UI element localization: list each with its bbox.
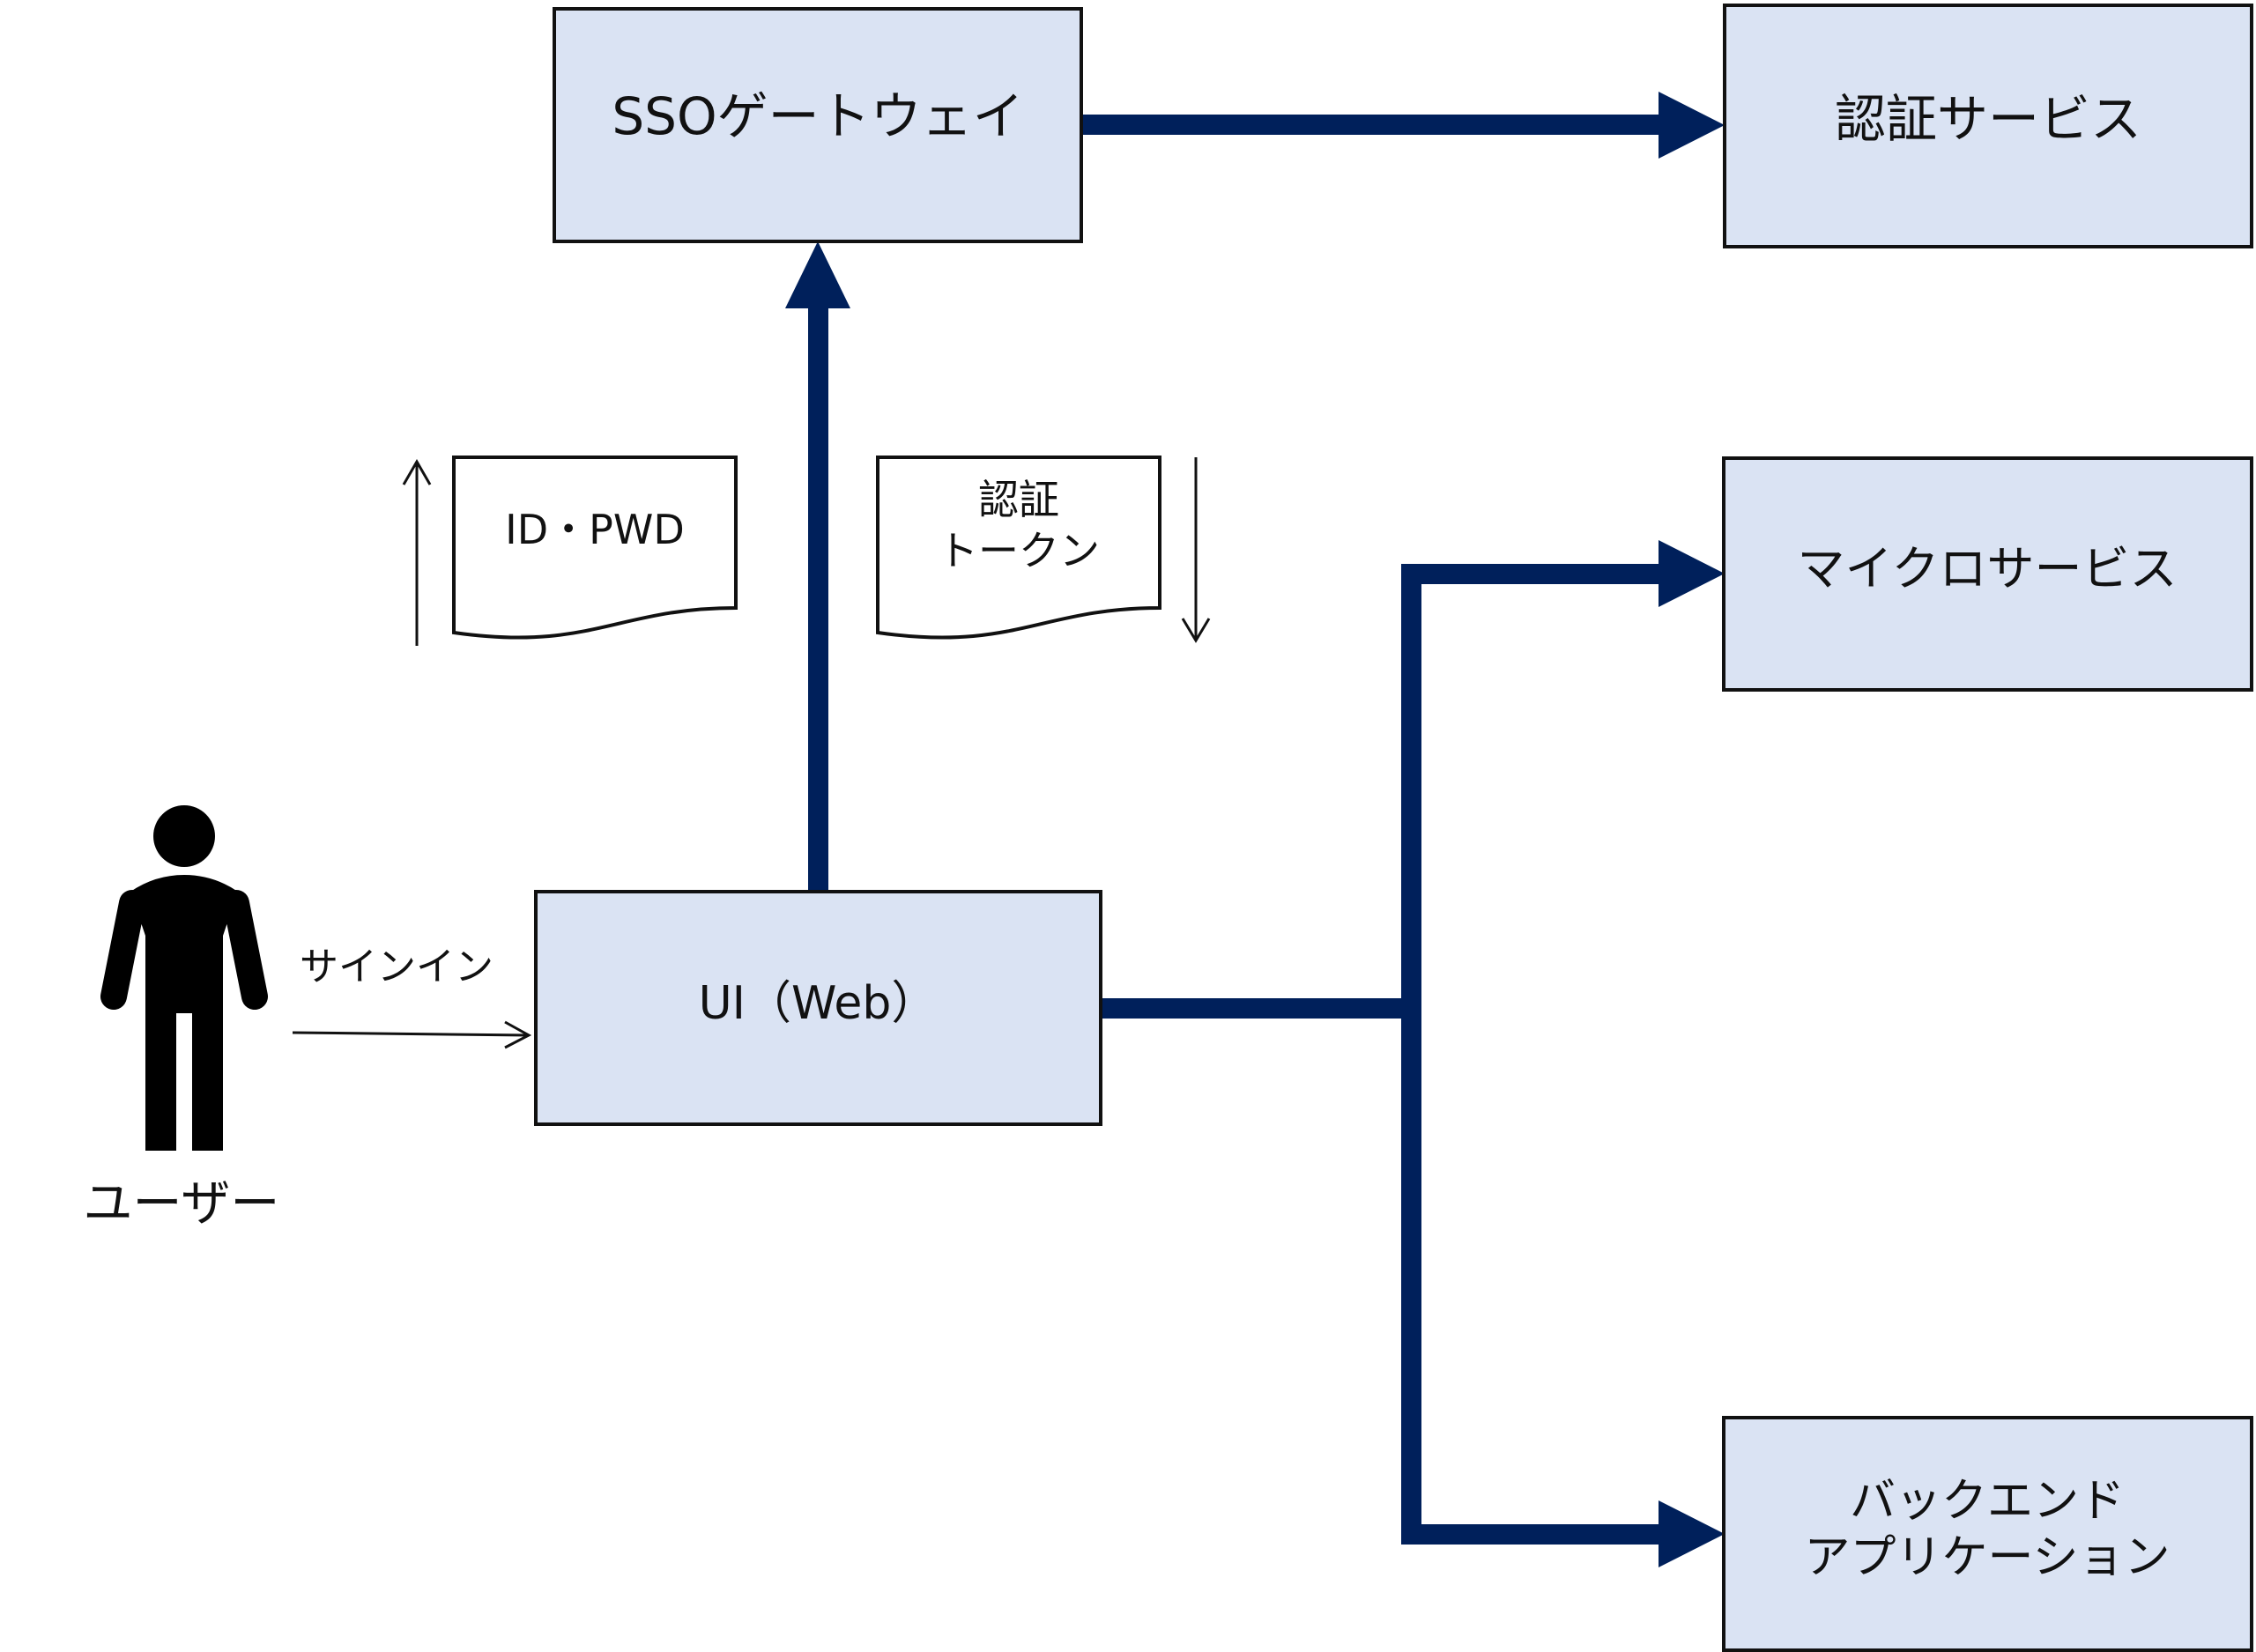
- signin-label: サインイン: [300, 945, 494, 989]
- microservice-box: [1722, 456, 2253, 692]
- thin-arrows: [292, 457, 1211, 1049]
- node-ui-web: UI（Web）: [534, 890, 1102, 1126]
- node-backend-application: バックエンド アプリケーション: [1722, 1416, 2253, 1652]
- arrowhead-to-microservice: [1659, 540, 1725, 607]
- auth-token-document-shape: [876, 456, 1161, 640]
- connector-sso-to-auth: [1082, 115, 1662, 135]
- node-auth-service: 認証サービス: [1723, 4, 2253, 248]
- auth-token-label-line1: 認証: [978, 476, 1059, 523]
- document-credentials: ID・PWD: [452, 456, 738, 640]
- auth-token-label-line2: トークン: [938, 527, 1100, 574]
- auth-token-flow-arrowhead: [1181, 618, 1211, 643]
- credentials-label: ID・PWD: [505, 506, 685, 553]
- connectors: [785, 92, 1725, 1567]
- sso-gateway-label: SSOゲートウェイ: [612, 86, 1023, 146]
- backend-application-label-line1: バックエンド: [1850, 1475, 2125, 1528]
- credentials-flow-arrowhead: [402, 458, 432, 485]
- auth-service-box: [1723, 4, 2253, 248]
- document-auth-token: 認証 トークン: [876, 456, 1161, 640]
- arrowhead-sso-to-auth: [1659, 92, 1725, 159]
- connector-to-microservice: [1401, 564, 1662, 584]
- node-sso-gateway: SSOゲートウェイ: [553, 7, 1083, 243]
- signin-arrowhead: [504, 1020, 532, 1049]
- microservice-label: マイクロサービス: [1798, 541, 2178, 596]
- connector-trunk: [1401, 564, 1421, 1545]
- connector-ui-to-junction: [1101, 998, 1421, 1019]
- sso-gateway-box: [553, 7, 1083, 243]
- ui-web-label: UI（Web）: [699, 977, 938, 1030]
- credentials-document-shape: [452, 456, 738, 640]
- arrowhead-ui-to-sso: [785, 241, 850, 308]
- signin-arrow-line: [292, 1031, 530, 1037]
- backend-application-box: [1722, 1416, 2253, 1652]
- auth-service-label: 認証サービス: [1835, 89, 2141, 149]
- arrowhead-to-backend: [1659, 1500, 1725, 1567]
- person-icon: [100, 805, 268, 1151]
- connector-to-backend: [1401, 1524, 1662, 1545]
- connector-ui-to-sso: [808, 304, 828, 893]
- user-label: ユーザー: [84, 1175, 280, 1233]
- user-actor: ユーザー: [84, 805, 280, 1233]
- node-microservice: マイクロサービス: [1722, 456, 2253, 692]
- backend-application-label-line2: アプリケーション: [1805, 1531, 2171, 1584]
- ui-web-box: [534, 890, 1102, 1126]
